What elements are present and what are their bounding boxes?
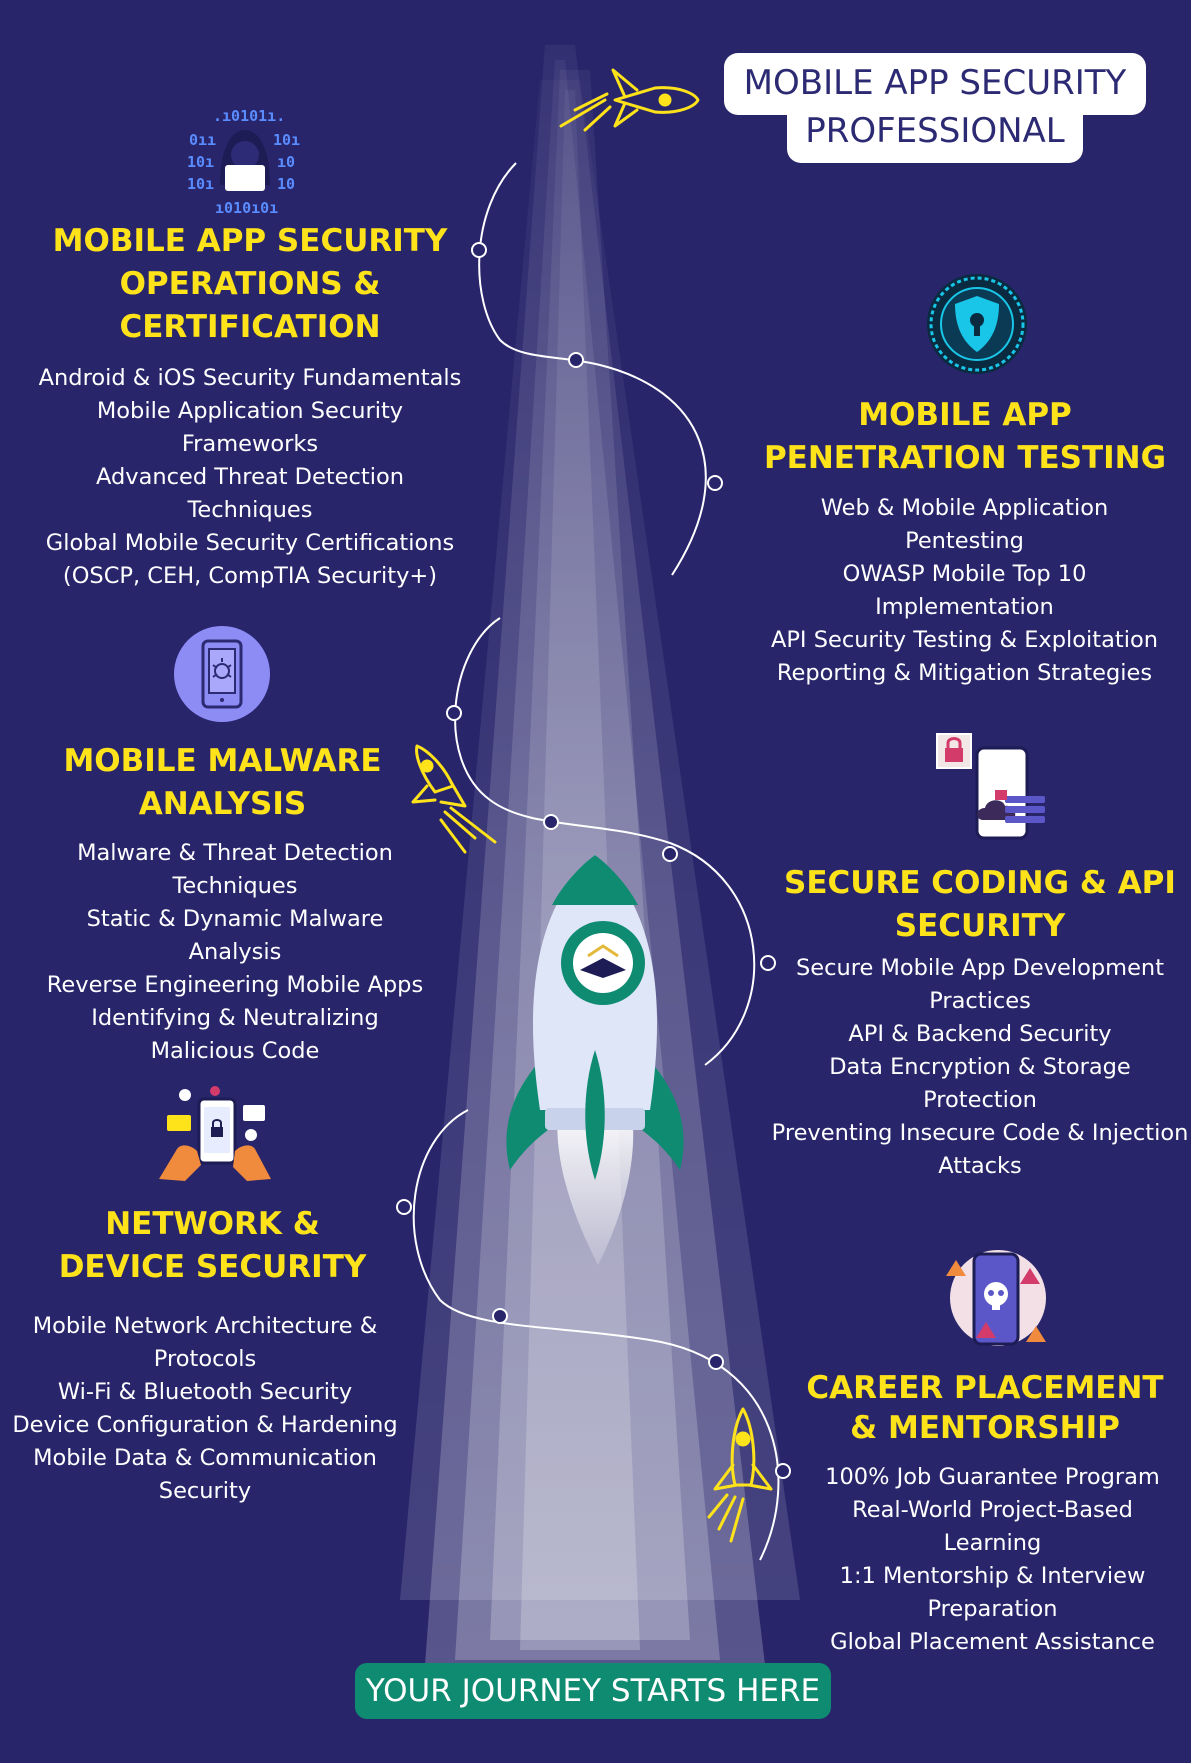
list-item: Static & Dynamic Malware [86,906,384,932]
list-item: Frameworks [181,431,319,457]
list-item: Web & Mobile Application [820,495,1109,521]
rocket-icon [506,855,684,1265]
list-item: Secure Mobile App Development [795,955,1165,981]
svg-text:10ı: 10ı [187,175,214,193]
list-operations: Android & iOS Security Fundamentals Mobi… [20,362,480,593]
main-title: MOBILE APP SECURITY PROFESSIONAL [743,63,1127,151]
list-malware: Malware & Threat Detection Techniques St… [25,837,445,1068]
svg-text:0ıı: 0ıı [189,131,216,149]
hacker-binary-icon: .ı0101ı. 0ıı 10ı 10ı ı0 10ı 10 ı010ı0ı [187,107,300,217]
list-item: Protection [923,1087,1037,1113]
list-item: Attacks [938,1153,1022,1179]
list-coding: Secure Mobile App Development Practices … [770,952,1190,1183]
list-item: Analysis [188,939,282,965]
svg-text:.ı0101ı.: .ı0101ı. [213,107,285,125]
section-heading-malware: MOBILE MALWARE ANALYSIS [63,743,382,822]
list-item: API & Backend Security [848,1021,1112,1047]
list-network: Mobile Network Architecture & Protocols … [5,1310,405,1508]
list-item: Practices [929,988,1031,1014]
section-heading-career: CAREER PLACEMENT & MENTORSHIP [806,1370,1164,1446]
list-item: Device Configuration & Hardening [12,1412,398,1438]
svg-text:10ı: 10ı [273,131,300,149]
list-item: Techniques [187,497,313,523]
list-item: Protocols [153,1346,257,1372]
list-item: Pentesting [905,528,1024,554]
list-item: Data Encryption & Storage [829,1054,1131,1080]
svg-text:ı0: ı0 [277,153,295,171]
list-item: Global Mobile Security Certifications [45,530,455,556]
svg-text:10ı: 10ı [187,153,214,171]
list-item: Identifying & Neutralizing [91,1005,379,1031]
list-item: 1:1 Mentorship & Interview [839,1563,1146,1589]
list-item: Preventing Insecure Code & Injection [771,1120,1189,1146]
phone-cloud-lock-icon [936,733,1045,840]
section-heading-operations: MOBILE APP SECURITY OPERATIONS & CERTIFI… [52,223,448,345]
list-item: Mobile Data & Communication [33,1445,377,1471]
svg-text:ı010ı0ı: ı010ı0ı [215,199,278,217]
section-heading-coding: SECURE CODING & API SECURITY [784,865,1176,944]
shield-lock-icon [927,274,1027,374]
list-item: (OSCP, CEH, CompTIA Security+) [62,563,438,589]
list-item: Mobile Application Security [96,398,404,424]
list-item: Learning [943,1530,1042,1556]
list-item: Malicious Code [150,1038,320,1064]
list-career: 100% Job Guarantee Program Real-World Pr… [800,1461,1185,1659]
list-item: Security [158,1478,252,1504]
list-item: OWASP Mobile Top 10 [842,561,1087,587]
list-item: Advanced Threat Detection [96,464,404,490]
main-title-box: MOBILE APP SECURITY PROFESSIONAL [724,53,1146,163]
section-heading-network: NETWORK & DEVICE SECURITY [58,1206,367,1285]
list-item: Techniques [172,873,298,899]
list-item: 100% Job Guarantee Program [825,1464,1160,1490]
list-item: Malware & Threat Detection [77,840,393,866]
list-item: Reverse Engineering Mobile Apps [46,972,424,998]
svg-text:10: 10 [277,175,295,193]
list-item: Mobile Network Architecture & [32,1313,378,1339]
list-item: Implementation [875,594,1054,620]
list-item: Global Placement Assistance [830,1629,1155,1655]
list-item: API Security Testing & Exploitation [770,627,1159,653]
list-pentesting: Web & Mobile Application Pentesting OWAS… [752,492,1177,690]
list-item: Real-World Project-Based [852,1497,1133,1523]
rocket-outline-icon [707,1407,773,1543]
section-heading-pentesting: MOBILE APP PENETRATION TESTING [763,397,1167,476]
phone-skull-alert-icon [946,1250,1046,1346]
list-item: Preparation [927,1596,1058,1622]
rocket-outline-icon [559,68,700,132]
list-item: Wi-Fi & Bluetooth Security [57,1379,353,1405]
phone-bug-icon [174,626,270,722]
list-item: Reporting & Mitigation Strategies [776,660,1153,686]
rocket-outline-icon [411,744,497,854]
list-item: Android & iOS Security Fundamentals [38,365,462,391]
journey-cta-badge: YOUR JOURNEY STARTS HERE [355,1663,831,1719]
hands-phone-security-icon [159,1086,271,1181]
